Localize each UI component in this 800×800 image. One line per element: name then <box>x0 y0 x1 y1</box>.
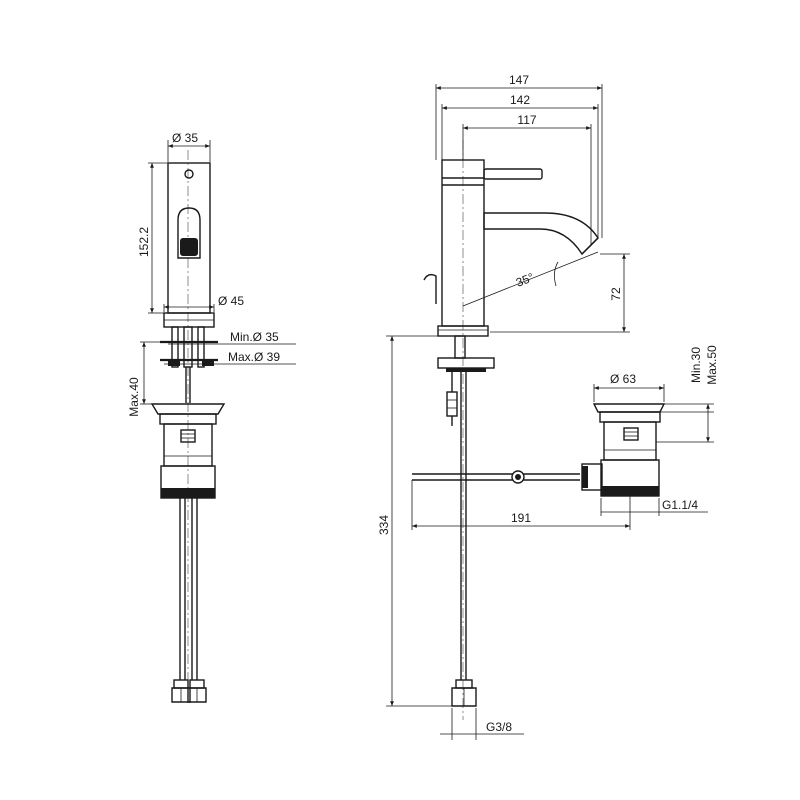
dim-height-334: 334 <box>377 515 391 535</box>
dim-max-40: Max.40 <box>127 377 141 417</box>
dim-height-72: 72 <box>609 287 623 301</box>
lever-handle <box>483 168 543 180</box>
dim-thread-g114: G1.1/4 <box>662 498 698 512</box>
deck-washer <box>437 357 495 369</box>
dim-width-142: 142 <box>510 93 530 107</box>
dim-length-191: 191 <box>511 511 531 525</box>
dim-max-50: Max.50 <box>705 345 719 385</box>
dim-width-117: 117 <box>517 113 536 127</box>
spout <box>483 212 599 256</box>
dim-diameter-45: Ø 45 <box>218 294 244 308</box>
dim-thread-g38: G3/8 <box>486 720 512 734</box>
front-view <box>150 150 226 703</box>
side-dimensions: 147 142 117 35° 72 334 Ø 63 <box>377 73 719 740</box>
pop-up-cap-side <box>592 403 666 413</box>
dim-min-35: Min.Ø 35 <box>230 330 279 344</box>
pop-up-cap <box>150 403 226 415</box>
lever-slot <box>177 207 201 259</box>
dim-min-30: Min.30 <box>689 347 703 383</box>
side-view <box>412 140 666 720</box>
dim-angle-35: 35° <box>514 270 536 290</box>
dim-width-147: 147 <box>509 73 529 87</box>
dim-height-152: 152.2 <box>137 227 151 257</box>
dim-diameter-35: Ø 35 <box>172 131 198 145</box>
dim-max-39: Max.Ø 39 <box>228 350 280 364</box>
aerator-hole <box>184 169 194 179</box>
dim-diameter-63: Ø 63 <box>610 372 636 386</box>
front-dimensions: Ø 35 152.2 Ø 45 Min.Ø 35 Max.Ø 39 Max.40 <box>127 131 296 417</box>
